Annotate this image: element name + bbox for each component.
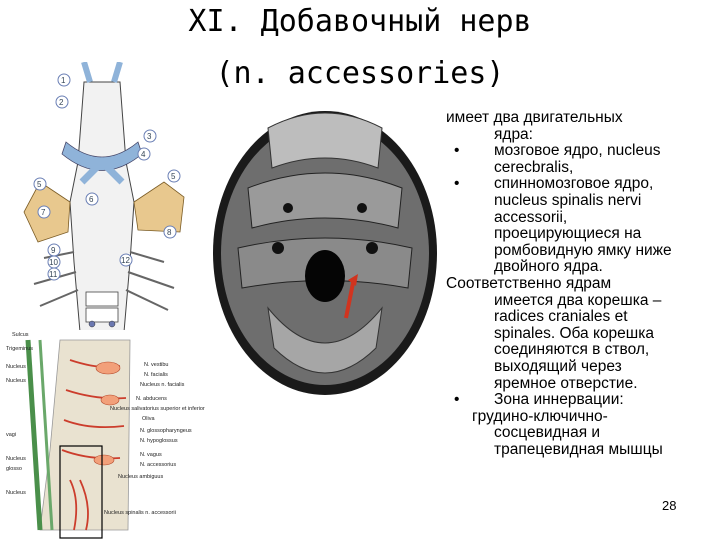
slide-title-line2: (n. accessories) bbox=[215, 56, 505, 91]
text-line: nucleus spinalis nervi bbox=[494, 191, 642, 209]
text-line: Соответственно ядрам bbox=[446, 274, 612, 292]
text-line: сосцевидная и bbox=[494, 424, 601, 442]
text-line: spinales. Оба корешка bbox=[494, 324, 654, 342]
nuclei-left-label-nucleus-3: Nucleus bbox=[6, 456, 26, 462]
bullet-item: • мозговое ядро, nucleus bbox=[446, 142, 716, 160]
slide-title-line1: XI. Добавочный нерв bbox=[188, 4, 532, 39]
nuclei-left-label-nucleus-4: Nucleus bbox=[6, 490, 26, 496]
brainstem-number-1: 1 bbox=[61, 76, 66, 85]
bullet-item: • Зона иннервации: bbox=[446, 391, 716, 409]
text-line: грудино-ключично- bbox=[472, 407, 608, 425]
nuclei-left-label-nucleus-2: Nucleus bbox=[6, 378, 26, 384]
bullet-text: Зона иннервации: bbox=[494, 391, 624, 409]
brainstem-number-11: 11 bbox=[49, 270, 58, 279]
text-line: трапецевидная мышцы bbox=[494, 440, 663, 458]
nuclei-label-n-vagus: N. vagus bbox=[140, 452, 162, 458]
nuclei-label-n-abducens: N. abducens bbox=[136, 396, 167, 402]
nuclei-left-label-sulcus: Sulcus bbox=[12, 332, 29, 338]
nuclei-label-nucleus-spinalis: Nucleus spinalis n. accessorii bbox=[104, 510, 176, 516]
nuclei-label-oliva: Oliva bbox=[142, 416, 155, 422]
bullet-mark: • bbox=[454, 175, 460, 193]
text-line: radices craniales et bbox=[494, 308, 628, 326]
nuclei-label-nucleus-n-facialis: Nucleus n. facialis bbox=[140, 382, 185, 388]
brainstem-number-3: 3 bbox=[147, 132, 152, 141]
brainstem-number-7: 7 bbox=[41, 208, 46, 217]
nuclei-left-label-trigeminus: Trigeminus bbox=[6, 346, 33, 352]
text-line: имеет два двигательных bbox=[446, 109, 623, 126]
text-line: accessorii, bbox=[494, 208, 568, 226]
text-line: ромбовидную ямку ниже bbox=[494, 241, 672, 259]
brainstem-number-4: 4 bbox=[141, 150, 146, 159]
nuclei-label-n-facialis: N. facialis bbox=[144, 372, 168, 378]
brainstem-number-10: 10 bbox=[49, 258, 58, 267]
bullet-text: мозговое ядро, nucleus bbox=[494, 142, 661, 160]
bullet-text: спинномозговое ядро, bbox=[494, 175, 654, 193]
nuclei-left-label-vagi: vagi bbox=[6, 432, 16, 438]
nuclei-label-n-hypoglossus: N. hypoglossus bbox=[140, 438, 178, 444]
nuclei-label-n-vestibu: N. vestibu bbox=[144, 362, 168, 368]
skull-base-figure bbox=[208, 98, 442, 398]
brainstem-number-6: 6 bbox=[89, 195, 94, 204]
nuclei-label-n-accessorius: N. accessorius bbox=[140, 462, 176, 468]
brainstem-number-2: 2 bbox=[59, 98, 64, 107]
text-line: ядра: bbox=[494, 125, 533, 143]
text-line: проецирующиеся на bbox=[494, 225, 642, 243]
bullet-mark: • bbox=[454, 391, 460, 409]
brainstem-number-5-right: 5 bbox=[171, 172, 176, 181]
nuclei-label-nucleus-ambiguus: Nucleus ambiguus bbox=[118, 474, 163, 480]
nuclei-left-label-nucleus-1: Nucleus bbox=[6, 364, 26, 370]
slide-body-text: имеет два двигательных ядра: • мозговое я… bbox=[446, 109, 716, 458]
bullet-mark: • bbox=[454, 142, 460, 160]
text-line: выходящий через bbox=[494, 357, 622, 375]
text-line: cerecbralis, bbox=[494, 158, 574, 176]
nuclei-label-n-glossopharyngeus: N. glossopharyngeus bbox=[140, 428, 192, 434]
text-line: имеется два корешка – bbox=[494, 291, 662, 309]
brainstem-number-8: 8 bbox=[167, 228, 172, 237]
brainstem-number-12: 12 bbox=[121, 256, 130, 265]
text-line: соединяются в ствол, bbox=[494, 341, 650, 359]
brainstem-number-5-left: 5 bbox=[37, 180, 42, 189]
nuclei-left-label-glosso: glosso bbox=[6, 466, 22, 472]
text-line: двойного ядра. bbox=[494, 258, 603, 276]
cranial-nerve-nuclei-figure: Sulcus Trigeminus Nucleus Nucleus vagi N… bbox=[0, 330, 206, 540]
nuclei-label-nucleus-salivatorius: Nucleus salivatorius superior et inferio… bbox=[110, 406, 205, 412]
page-number: 28 bbox=[662, 498, 677, 513]
brainstem-cranial-nerves-figure: 1 2 3 4 5 5 6 7 8 9 10 11 12 bbox=[4, 62, 200, 342]
bullet-item: • спинномозговое ядро, bbox=[446, 176, 716, 193]
brainstem-number-9: 9 bbox=[51, 246, 56, 255]
text-line: яремное отверстие. bbox=[494, 374, 638, 392]
